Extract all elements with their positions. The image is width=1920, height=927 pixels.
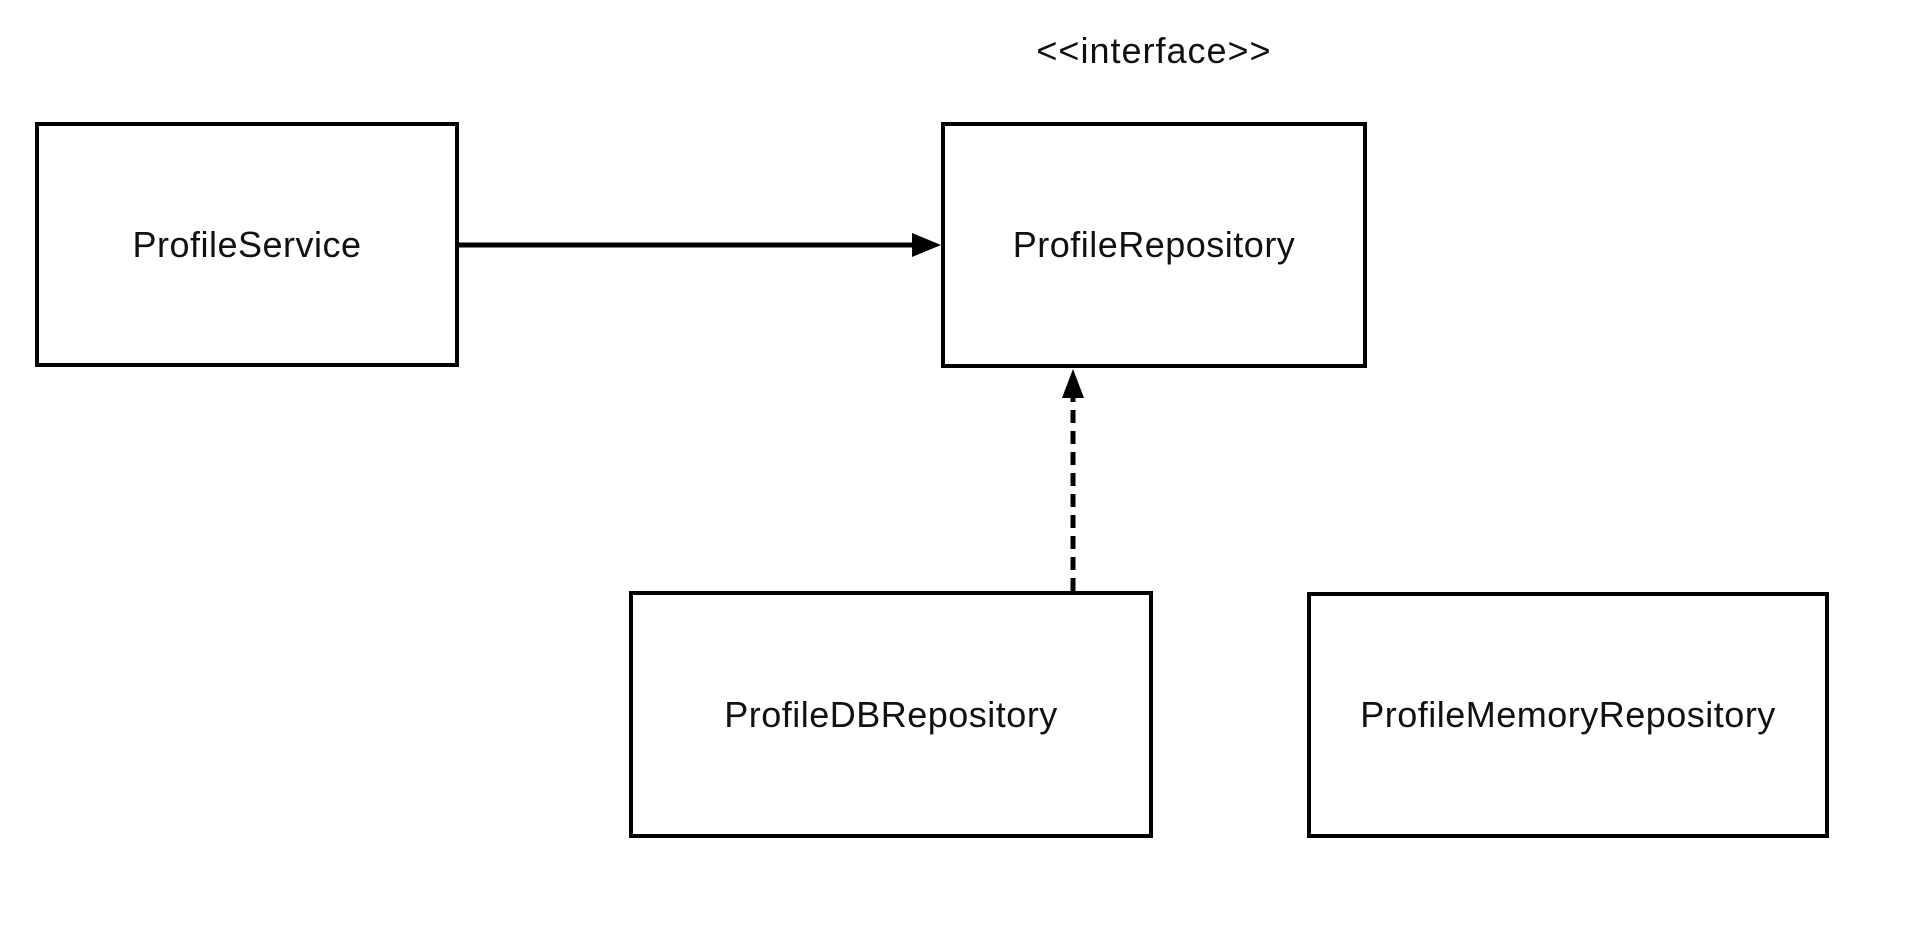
realization-edge-profiledbrepository-profilerepository[interactable] <box>1062 369 1084 591</box>
class-node-profile-repository[interactable]: ProfileRepository <box>941 122 1367 368</box>
class-name-profile-service: ProfileService <box>132 223 362 265</box>
class-node-profile-memory-repository[interactable]: ProfileMemoryRepository <box>1307 592 1829 838</box>
association-arrowhead-icon <box>912 233 941 257</box>
class-name-profile-db-repository: ProfileDBRepository <box>724 693 1058 735</box>
class-name-profile-memory-repository: ProfileMemoryRepository <box>1360 694 1776 735</box>
interface-stereotype-label: <<interface>> <box>1036 30 1272 71</box>
class-node-profile-db-repository[interactable]: ProfileDBRepository <box>629 591 1153 838</box>
class-node-profile-service[interactable]: ProfileService <box>35 122 459 367</box>
realization-arrowhead-icon <box>1062 369 1084 398</box>
association-edge-profileservice-profilerepository[interactable] <box>459 233 941 257</box>
class-name-profile-repository: ProfileRepository <box>1012 224 1296 265</box>
